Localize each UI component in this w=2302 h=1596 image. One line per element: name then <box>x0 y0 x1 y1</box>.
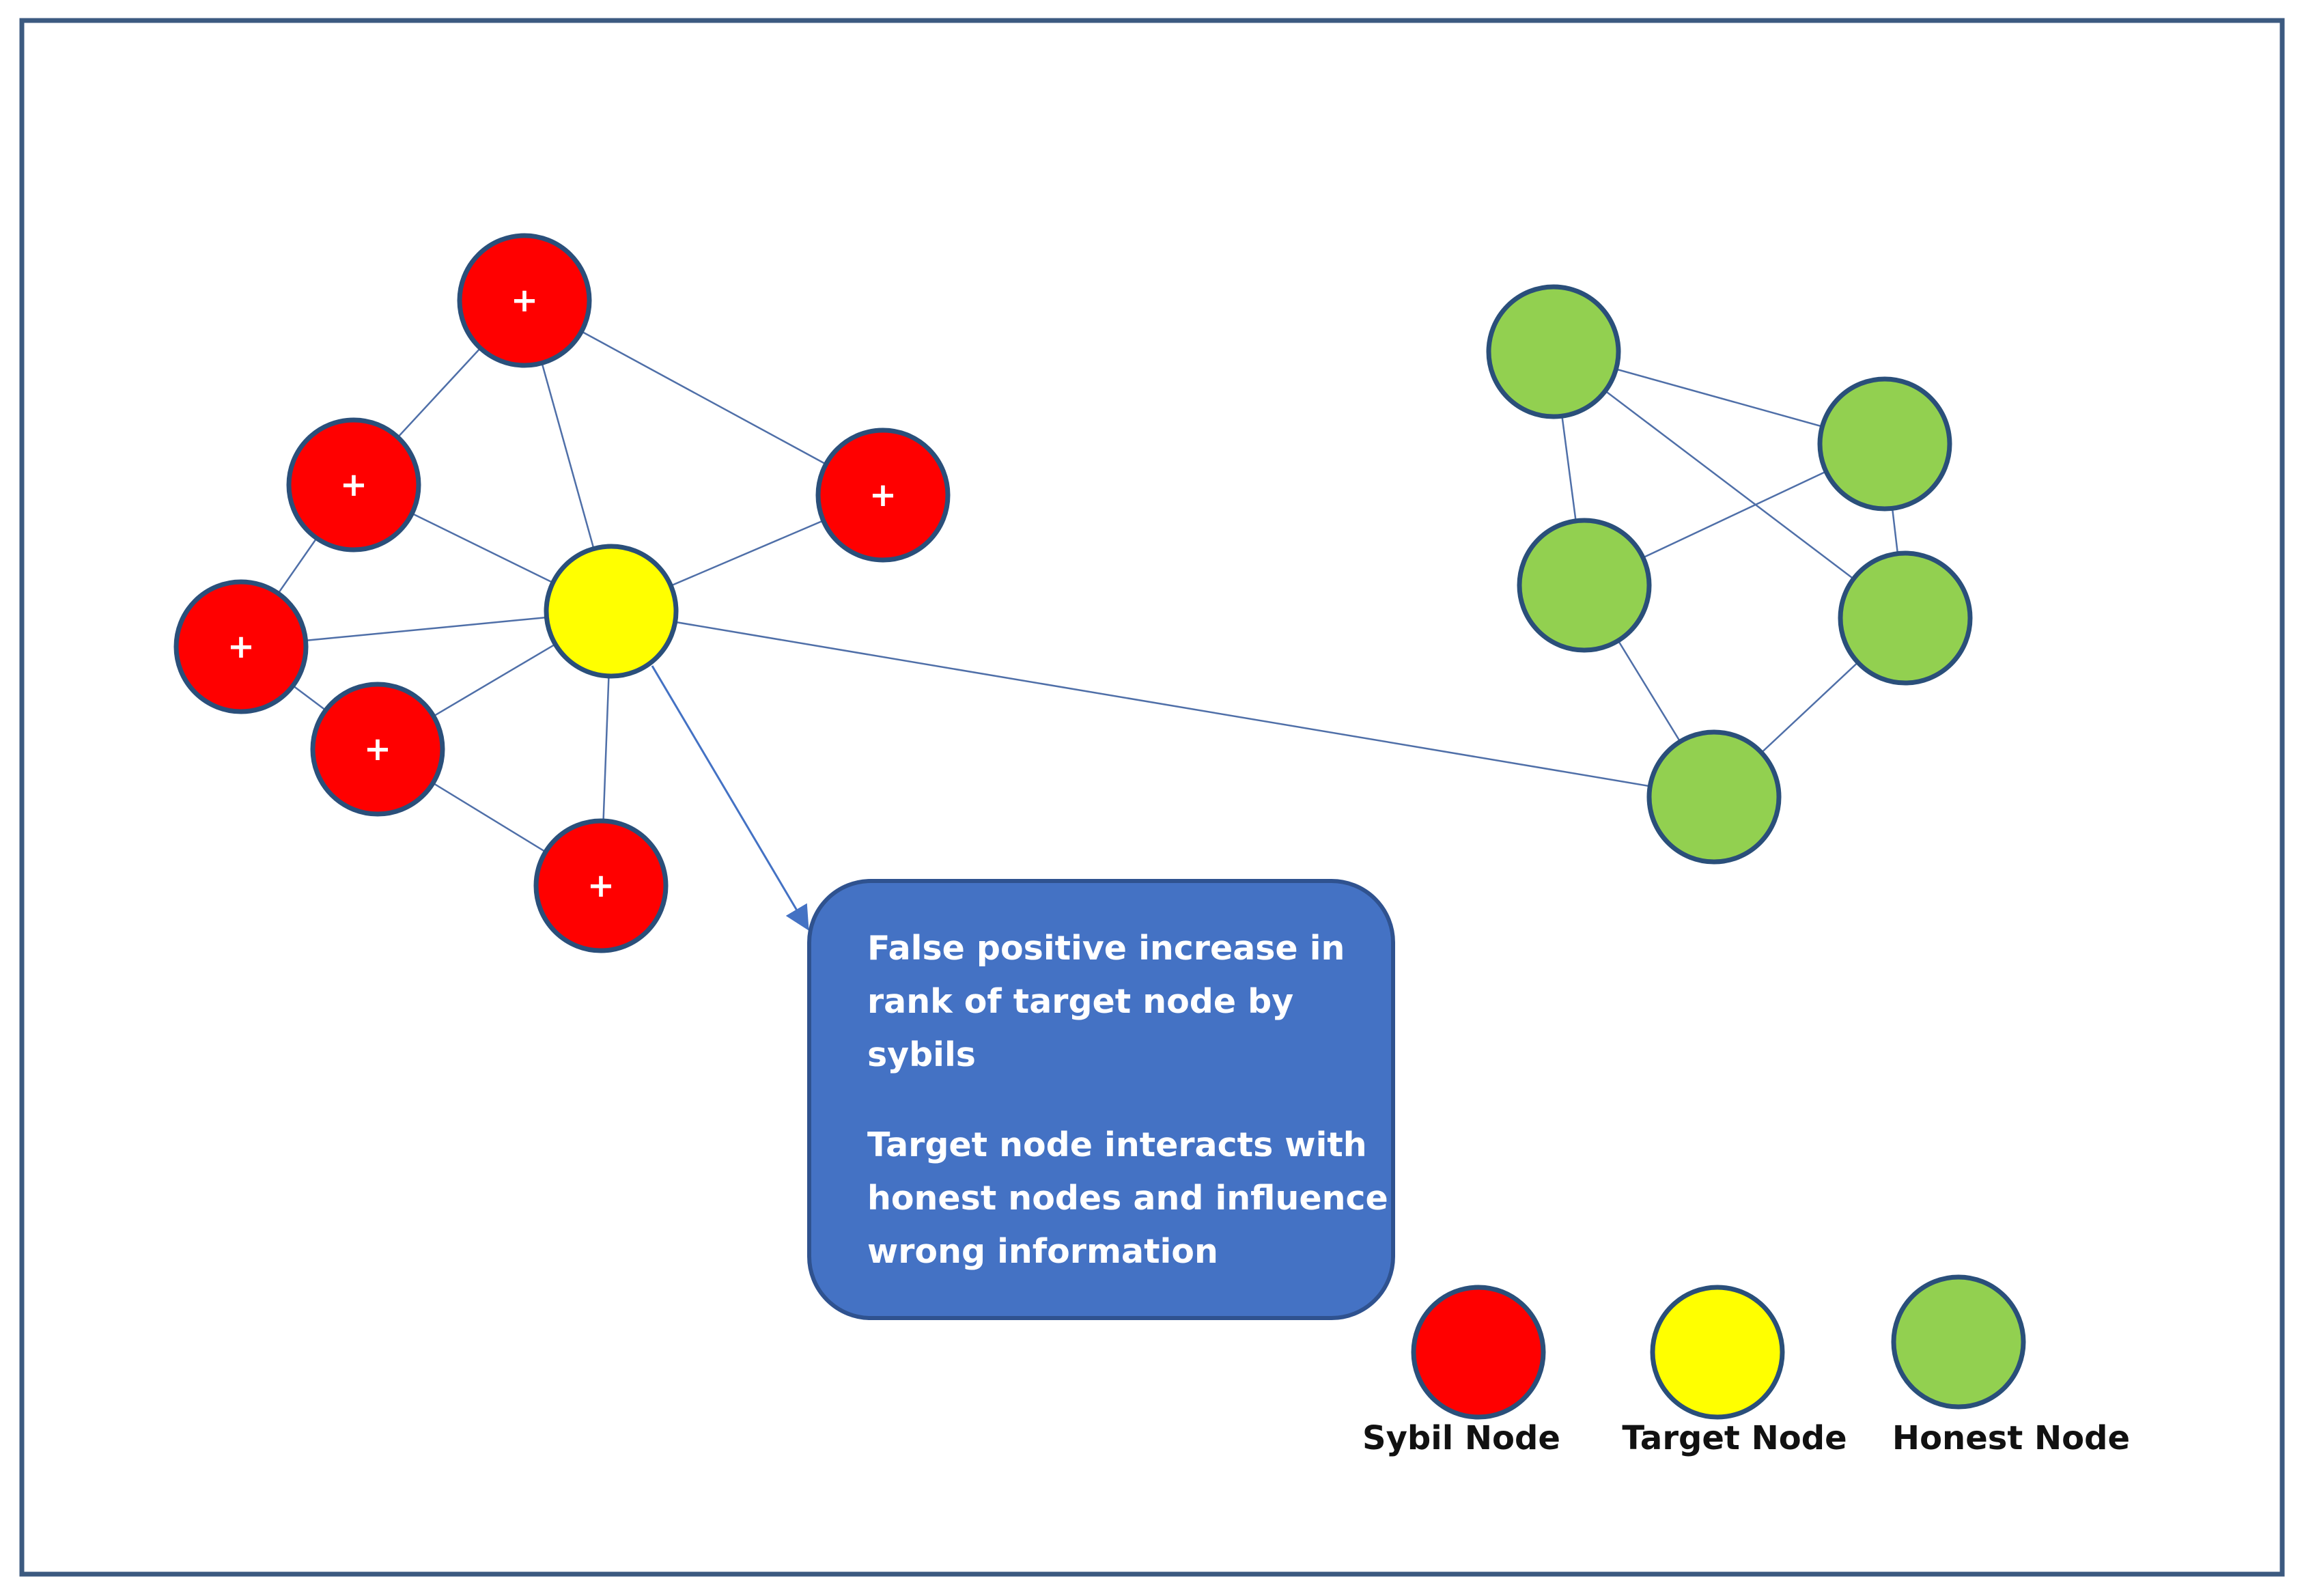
sybil-node: + <box>815 428 951 563</box>
target-node <box>544 544 679 679</box>
legend-honest-swatch <box>1891 1274 2026 1410</box>
sybil-nodes: + + + + + + <box>173 233 951 953</box>
honest-node <box>1838 550 1973 686</box>
callout-background <box>807 879 1395 1320</box>
honest-node <box>1486 284 1621 419</box>
legend-sybil-label: Sybil Node <box>1362 1419 1560 1457</box>
bridge-edge <box>610 610 1715 798</box>
sybil-node: + <box>173 579 309 714</box>
sybil-node: + <box>457 233 592 368</box>
legend-sybil-swatch <box>1411 1285 1546 1420</box>
legend: Sybil Node Target Node Honest Node <box>1362 1274 2130 1457</box>
callout-line-3: sybils <box>867 1035 976 1074</box>
sybil-node: + <box>533 818 669 953</box>
sybil-marker: + <box>869 476 897 514</box>
honest-nodes <box>1486 284 1973 865</box>
callout-line-4: Target node interacts with <box>867 1125 1367 1164</box>
sybil-marker: + <box>340 466 367 504</box>
sybil-marker: + <box>511 281 538 320</box>
legend-target-label: Target Node <box>1622 1419 1847 1457</box>
sybil-marker: + <box>227 628 255 666</box>
honest-node <box>1817 376 1952 512</box>
callout-box: False positive increase in rank of targe… <box>807 879 1395 1320</box>
sybil-node: + <box>286 417 421 552</box>
callout-arrow <box>651 665 809 931</box>
sybil-marker: + <box>364 730 391 768</box>
legend-target-swatch <box>1650 1285 1785 1420</box>
legend-honest-label: Honest Node <box>1892 1419 2130 1457</box>
edge <box>524 299 884 496</box>
callout-line-6: wrong information <box>867 1232 1218 1271</box>
honest-node <box>1517 518 1652 653</box>
callout-line-5: honest nodes and influence <box>867 1179 1388 1218</box>
edge <box>1553 351 1906 619</box>
callout-line-1: False positive increase in <box>867 929 1345 968</box>
honest-node <box>1646 729 1782 865</box>
sybil-node: + <box>310 682 445 817</box>
sybil-marker: + <box>587 867 615 905</box>
callout-line-2: rank of target node by <box>867 982 1293 1021</box>
